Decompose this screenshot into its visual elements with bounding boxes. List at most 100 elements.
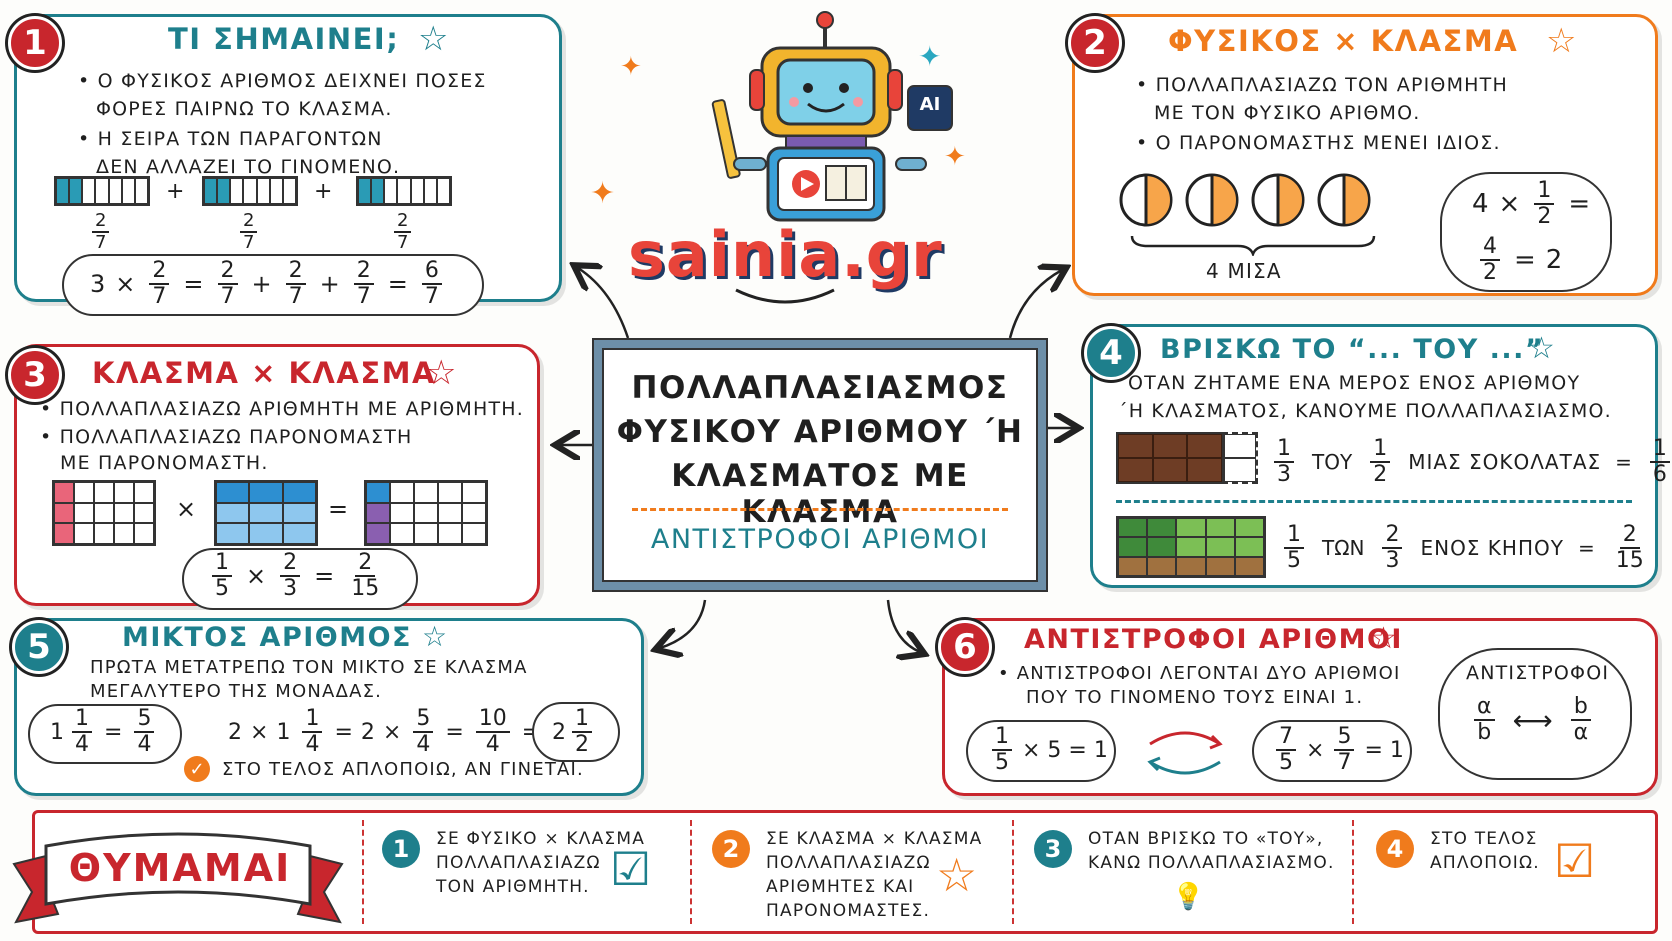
center-divider <box>632 508 1008 511</box>
center-title-line: ΚΛΑΣΜΑΤΟΣ ΜΕ ΚΛΑΣΜΑ <box>671 458 969 530</box>
panel-title: ΒΡΙΣΚΩ ΤΟ “... ΤΟΥ ...” <box>1160 334 1545 365</box>
center-subtitle: ΑΝΤΙΣΤΡΟΦΟΙ ΑΡΙΘΜΟΙ <box>650 524 990 555</box>
panel-number-badge: 5 <box>12 620 66 674</box>
checkbox-icon: ☑ <box>610 842 652 896</box>
plus-sign: + <box>166 179 186 204</box>
panel-number-badge: 6 <box>938 620 992 674</box>
check-circle-icon: ✓ <box>184 756 210 782</box>
remember-number-badge: 2 <box>712 830 750 868</box>
fraction-grid-two-thirds <box>214 480 318 546</box>
panel-text-line: ΠΟΥ ΤΟ ΓΙΝΟΜΕΝΟ ΤΟΥΣ ΕΙΝΑΙ 1. <box>1026 687 1364 708</box>
half-circle-icon <box>1251 173 1305 227</box>
equals-sign: = <box>328 495 350 523</box>
brace <box>1130 235 1376 256</box>
remember-title: ΘΥΜΑΜΑΙ <box>68 846 292 890</box>
sparkle-icon: ✦ <box>620 52 642 82</box>
remember-text-line: ΟΤΑΝ ΒΡΙΣΚΩ ΤΟ «ΤΟΥ», <box>1088 829 1324 849</box>
half-circle-icon <box>1185 173 1239 227</box>
remember-number-badge: 4 <box>1376 830 1414 868</box>
panel-title: ΜΙΚΤΟΣ ΑΡΙΘΜΟΣ <box>122 622 412 653</box>
remember-divider <box>1352 820 1354 924</box>
ribbon-banner <box>12 832 344 924</box>
half-circle-icon <box>1119 173 1173 227</box>
garden-grid-icon <box>1116 516 1266 578</box>
panel-text-line: ΦΟΡΕΣ ΠΑΙΡΝΩ ΤΟ ΚΛΑΣΜΑ. <box>96 98 393 120</box>
fraction-bar <box>202 176 298 206</box>
panel-text-line: • ΠΟΛΛΑΠΛΑΣΙΑΖΩ ΤΟΝ ΑΡΙΘΜΗΤΗ <box>1136 74 1508 96</box>
cloud-title: ΑΝΤΙΣΤΡΟΦΟΙ <box>1466 662 1610 684</box>
remember-text-line: ΤΟΝ ΑΡΙΘΜΗΤΗ. <box>436 877 590 897</box>
half-circle-icon <box>1317 173 1371 227</box>
panel-number-badge: 1 <box>8 16 62 70</box>
brace-label: 4 ΜΙΣΑ <box>1206 259 1282 283</box>
reciprocal-cloud <box>1438 648 1632 780</box>
panel-text-line: • ΠΟΛΛΑΠΛΑΣΙΑΖΩ ΠΑΡΟΝΟΜΑΣΤΗ <box>40 426 413 448</box>
ai-chip-badge: AI <box>919 94 941 115</box>
center-title-line: ΠΟΛΛΑΠΛΑΣΙΑΣΜΟΣ <box>631 370 1009 406</box>
swap-arrows-icon <box>1147 731 1223 775</box>
remember-text-line: ΣΕ ΦΥΣΙΚΟ × ΚΛΑΣΜΑ <box>436 829 646 849</box>
center-title-line: ΦΥΣΙΚΟΥ ΑΡΙΘΜΟΥ ΄Η <box>616 414 1024 450</box>
remember-divider <box>362 820 364 924</box>
panel-title: ΤΙ ΣΗΜΑΙΝΕΙ; <box>168 22 400 56</box>
equation-cloud <box>966 720 1116 782</box>
remember-number-badge: 1 <box>382 830 420 868</box>
star-icon: ☆ <box>936 848 978 902</box>
panel-number-badge: 2 <box>1068 16 1122 70</box>
panel-text-line: ΜΕ ΠΑΡΟΝΟΜΑΣΤΗ. <box>60 452 269 474</box>
panel-text-line: ΜΕΓΑΛΥΤΕΡΟ ΤΗΣ ΜΟΝΑΔΑΣ. <box>90 681 383 702</box>
remember-text-line: ΠΟΛΛΑΠΛΑΣΙΑΖΩ <box>766 853 931 873</box>
robot-mascot: AI <box>690 8 980 233</box>
lightbulb-icon: 💡 <box>1172 882 1205 912</box>
panel-title: ΑΝΤΙΣΤΡΟΦΟΙ ΑΡΙΘΜΟΙ <box>1024 624 1403 655</box>
arrow-to-p2 <box>1008 270 1062 339</box>
tip-text: ΣΤΟ ΤΕΛΟΣ ΑΠΛΟΠΟΙΩ, ΑΝ ΓΙΝΕΤΑΙ. <box>222 759 584 780</box>
panel-number-badge: 3 <box>8 348 62 402</box>
checkbox-icon: ☑ <box>1554 834 1596 888</box>
panel-text-line: ΔΕΝ ΑΛΛΑΖΕΙ ΤΟ ΓΙΝΟΜΕΝΟ. <box>96 156 401 178</box>
plus-sign: + <box>314 179 334 204</box>
remember-divider <box>690 820 692 924</box>
star-icon: ☆ <box>418 19 449 59</box>
star-icon: ☆ <box>426 353 457 393</box>
equation-cloud <box>28 704 182 764</box>
chocolate-bar-icon <box>1116 432 1224 484</box>
arrow-to-p6 <box>886 599 920 652</box>
remember-text-line: ΣΤΟ ΤΕΛΟΣ <box>1430 829 1538 849</box>
arrow-to-p1 <box>578 268 630 339</box>
panel-text-line: • Ο ΠΑΡΟΝΟΜΑΣΤΗΣ ΜΕΝΕΙ ΙΔΙΟΣ. <box>1136 132 1501 154</box>
fraction-bar <box>54 176 150 206</box>
fraction-grid-two-fifteenths <box>364 480 488 546</box>
arrow-to-p5 <box>660 599 707 648</box>
